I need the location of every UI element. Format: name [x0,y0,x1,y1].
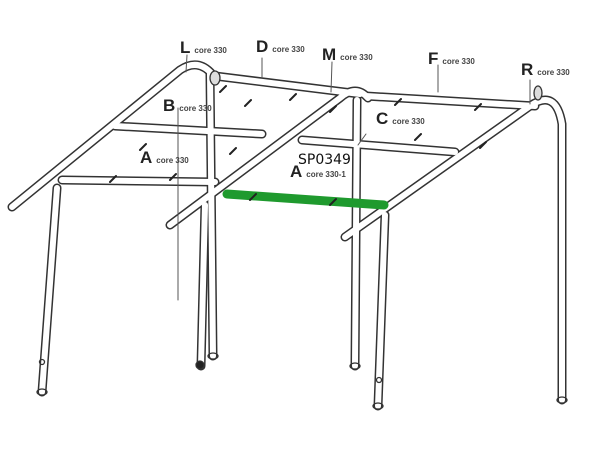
leader-lines [177,54,531,301]
straps [109,85,487,206]
tube-outlines [7,60,567,411]
ends [36,70,568,410]
highlighted-part-code: SP0349 [298,152,351,168]
